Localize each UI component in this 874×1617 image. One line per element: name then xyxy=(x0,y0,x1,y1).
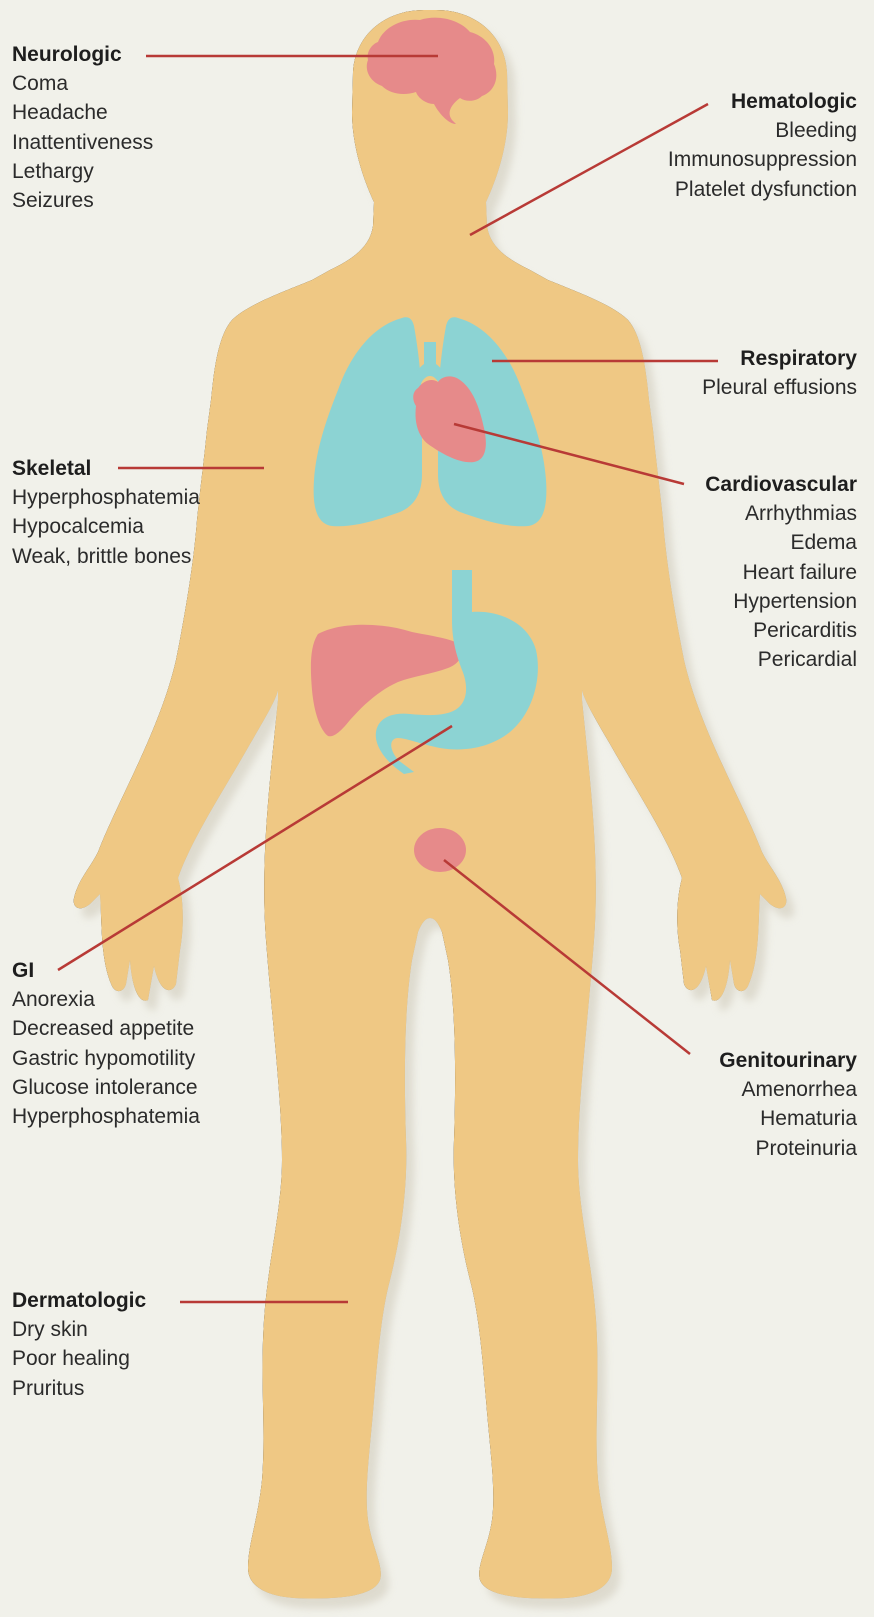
group-item: Immunosuppression xyxy=(668,145,857,174)
group-item: Bleeding xyxy=(668,116,857,145)
group-genitourinary: Genitourinary Amenorrhea Hematuria Prote… xyxy=(719,1046,857,1163)
group-item: Hematuria xyxy=(719,1104,857,1133)
group-item: Hyperphosphatemia xyxy=(12,1102,200,1131)
group-title: Dermatologic xyxy=(12,1286,146,1315)
group-item: Seizures xyxy=(12,186,153,215)
group-title: Hematologic xyxy=(668,87,857,116)
group-item: Weak, brittle bones xyxy=(12,542,200,571)
group-item: Platelet dysfunction xyxy=(668,175,857,204)
group-item: Pericarditis xyxy=(705,616,857,645)
group-item: Hypocalcemia xyxy=(12,512,200,541)
bladder-icon xyxy=(414,828,466,872)
group-item: Heart failure xyxy=(705,558,857,587)
group-item: Gastric hypomotility xyxy=(12,1044,200,1073)
group-title: Neurologic xyxy=(12,40,153,69)
group-item: Edema xyxy=(705,528,857,557)
group-item: Arrhythmias xyxy=(705,499,857,528)
group-title: Skeletal xyxy=(12,454,200,483)
group-item: Anorexia xyxy=(12,985,200,1014)
group-title: Genitourinary xyxy=(719,1046,857,1075)
group-respiratory: Respiratory Pleural effusions xyxy=(702,344,857,402)
group-title: GI xyxy=(12,956,200,985)
body-silhouette xyxy=(74,10,795,1608)
group-cardiovascular: Cardiovascular Arrhythmias Edema Heart f… xyxy=(705,470,857,674)
group-item: Pleural effusions xyxy=(702,373,857,402)
group-neurologic: Neurologic Coma Headache Inattentiveness… xyxy=(12,40,153,215)
group-item: Hypertension xyxy=(705,587,857,616)
group-item: Proteinuria xyxy=(719,1134,857,1163)
group-item: Dry skin xyxy=(12,1315,146,1344)
group-item: Hyperphosphatemia xyxy=(12,483,200,512)
group-item: Glucose intolerance xyxy=(12,1073,200,1102)
group-hematologic: Hematologic Bleeding Immunosuppression P… xyxy=(668,87,857,204)
group-item: Amenorrhea xyxy=(719,1075,857,1104)
group-item: Inattentiveness xyxy=(12,128,153,157)
group-item: Coma xyxy=(12,69,153,98)
group-item: Lethargy xyxy=(12,157,153,186)
group-title: Respiratory xyxy=(702,344,857,373)
group-title: Cardiovascular xyxy=(705,470,857,499)
group-item: Pericardial xyxy=(705,645,857,674)
group-item: Poor healing xyxy=(12,1344,146,1373)
group-item: Decreased appetite xyxy=(12,1014,200,1043)
group-gi: GI Anorexia Decreased appetite Gastric h… xyxy=(12,956,200,1131)
group-dermatologic: Dermatologic Dry skin Poor healing Pruri… xyxy=(12,1286,146,1403)
group-item: Pruritus xyxy=(12,1374,146,1403)
group-item: Headache xyxy=(12,98,153,127)
group-skeletal: Skeletal Hyperphosphatemia Hypocalcemia … xyxy=(12,454,200,571)
